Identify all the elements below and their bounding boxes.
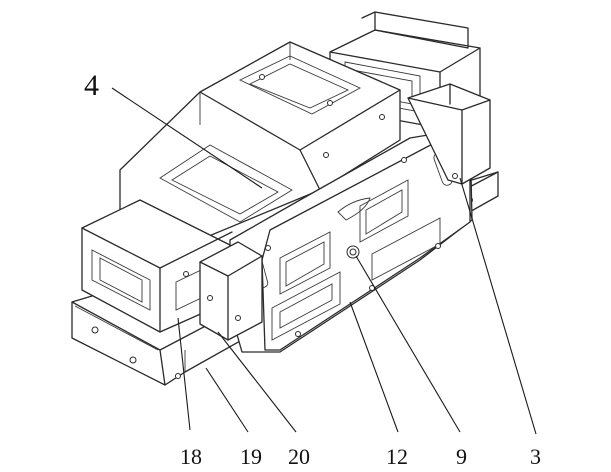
leader-lines <box>111 87 537 435</box>
label-18: 18 <box>180 444 202 469</box>
leader-18 <box>177 317 191 431</box>
leader-20 <box>217 331 297 433</box>
label-9: 9 <box>456 444 467 469</box>
label-12: 12 <box>386 444 408 469</box>
label-19: 19 <box>240 444 262 469</box>
leader-12 <box>349 301 399 433</box>
right-end-block <box>407 83 491 185</box>
label-3: 3 <box>530 444 541 469</box>
part-labels: 4 18 19 20 12 9 3 <box>84 69 541 469</box>
left-end-block <box>81 199 233 333</box>
leader-3 <box>459 177 537 435</box>
leader-4 <box>111 87 263 189</box>
front-clamp-block <box>199 241 263 341</box>
label-4: 4 <box>84 69 99 102</box>
leader-19 <box>205 367 249 433</box>
leader-9 <box>355 255 461 433</box>
label-20: 20 <box>288 444 310 469</box>
